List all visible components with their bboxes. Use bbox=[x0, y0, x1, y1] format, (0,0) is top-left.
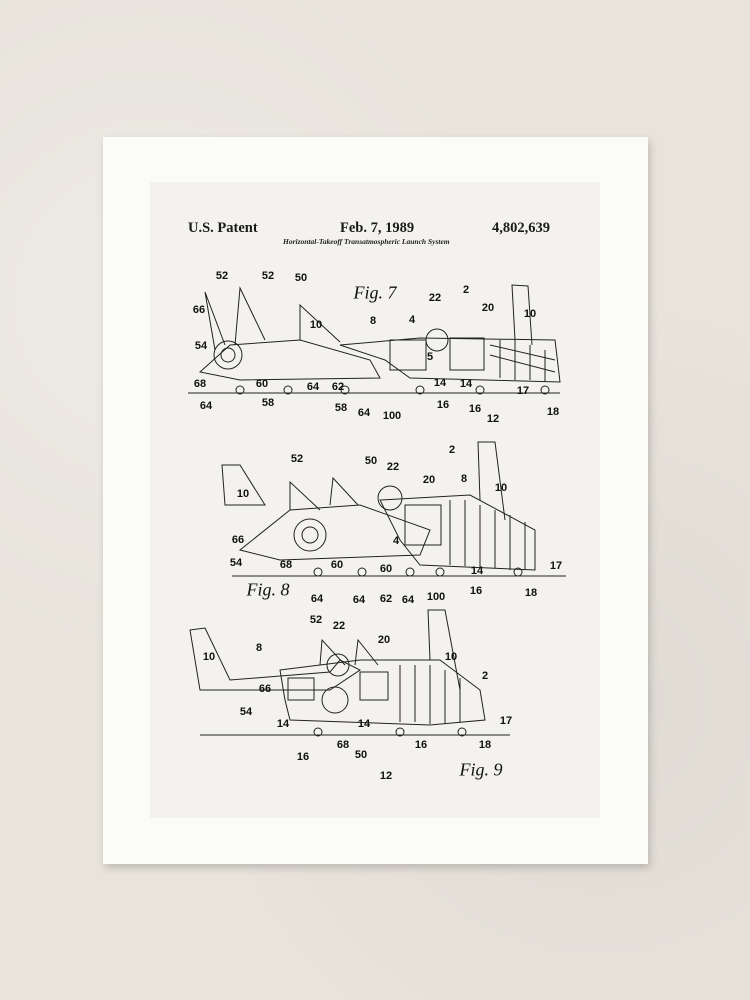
fig9-reference-numeral: 66 bbox=[258, 683, 272, 695]
fig7-reference-numeral: 64 bbox=[306, 381, 320, 393]
fig9-reference-numeral: 16 bbox=[414, 739, 428, 751]
fig7-reference-numeral: 66 bbox=[192, 304, 206, 316]
fig8-reference-numeral: 18 bbox=[524, 587, 538, 599]
fig9-reference-numeral: 17 bbox=[499, 715, 513, 727]
fig7-reference-numeral: 64 bbox=[199, 400, 213, 412]
fig8-reference-numeral: 64 bbox=[401, 594, 415, 606]
fig7-reference-numeral: 60 bbox=[255, 378, 269, 390]
fig8-reference-numeral: 22 bbox=[386, 461, 400, 473]
patent-number: 4,802,639 bbox=[492, 220, 550, 236]
fig9-label: Fig. 9 bbox=[459, 759, 503, 780]
fig7-reference-numeral: 58 bbox=[261, 397, 275, 409]
fig8-reference-numeral: 10 bbox=[494, 482, 508, 494]
fig9-reference-numeral: 10 bbox=[444, 651, 458, 663]
fig8-label: Fig. 8 bbox=[246, 579, 290, 600]
fig8-reference-numeral: 66 bbox=[231, 534, 245, 546]
fig8-reference-numeral: 4 bbox=[392, 535, 400, 547]
fig7-reference-numeral: 52 bbox=[261, 270, 275, 282]
fig8-reference-numeral: 100 bbox=[426, 591, 446, 603]
fig9-drawing bbox=[189, 609, 510, 737]
fig8-drawing bbox=[221, 441, 566, 577]
fig8-reference-numeral: 64 bbox=[310, 593, 324, 605]
fig9-reference-numeral: 22 bbox=[332, 620, 346, 632]
fig9-reference-numeral: 52 bbox=[309, 614, 323, 626]
fig8-reference-numeral: 54 bbox=[229, 557, 243, 569]
fig7-reference-numeral: 10 bbox=[309, 319, 323, 331]
fig8-reference-numeral: 20 bbox=[422, 474, 436, 486]
fig8-reference-numeral: 68 bbox=[279, 559, 293, 571]
fig7-reference-numeral: 4 bbox=[408, 314, 416, 326]
fig9-reference-numeral: 12 bbox=[379, 770, 393, 782]
fig7-drawing bbox=[188, 284, 561, 395]
patent-label: U.S. Patent bbox=[188, 220, 258, 236]
fig8-reference-numeral: 60 bbox=[379, 563, 393, 575]
fig9-reference-numeral: 54 bbox=[239, 706, 253, 718]
fig8-reference-numeral: 10 bbox=[236, 488, 250, 500]
fig9-reference-numeral: 10 bbox=[202, 651, 216, 663]
fig7-reference-numeral: 100 bbox=[382, 410, 402, 422]
fig7-reference-numeral: 14 bbox=[433, 377, 447, 389]
fig7-reference-numeral: 16 bbox=[468, 403, 482, 415]
fig9-reference-numeral: 2 bbox=[481, 670, 489, 682]
fig7-reference-numeral: 8 bbox=[369, 315, 377, 327]
fig7-reference-numeral: 5 bbox=[426, 351, 434, 363]
fig9-reference-numeral: 14 bbox=[357, 718, 371, 730]
fig9-reference-numeral: 18 bbox=[478, 739, 492, 751]
fig8-reference-numeral: 17 bbox=[549, 560, 563, 572]
fig7-reference-numeral: 62 bbox=[331, 381, 345, 393]
fig8-reference-numeral: 14 bbox=[470, 565, 484, 577]
fig7-reference-numeral: 18 bbox=[546, 406, 560, 418]
fig9-reference-numeral: 16 bbox=[296, 751, 310, 763]
fig9-reference-numeral: 14 bbox=[276, 718, 290, 730]
fig7-reference-numeral: 2 bbox=[462, 284, 470, 296]
patent-title: Horizontal-Takeoff Transatmospheric Laun… bbox=[283, 237, 450, 246]
fig8-reference-numeral: 2 bbox=[448, 444, 456, 456]
fig8-reference-numeral: 52 bbox=[290, 453, 304, 465]
fig9-reference-numeral: 68 bbox=[336, 739, 350, 751]
fig8-reference-numeral: 60 bbox=[330, 559, 344, 571]
fig7-reference-numeral: 17 bbox=[516, 385, 530, 397]
fig7-reference-numeral: 52 bbox=[215, 270, 229, 282]
fig7-reference-numeral: 16 bbox=[436, 399, 450, 411]
fig7-reference-numeral: 20 bbox=[481, 302, 495, 314]
patent-date: Feb. 7, 1989 bbox=[340, 220, 415, 236]
fig7-reference-numeral: 54 bbox=[194, 340, 208, 352]
fig7-reference-numeral: 22 bbox=[428, 292, 442, 304]
fig7-reference-numeral: 14 bbox=[459, 378, 473, 390]
fig8-reference-numeral: 64 bbox=[352, 594, 366, 606]
fig9-reference-numeral: 50 bbox=[354, 749, 368, 761]
fig7-reference-numeral: 12 bbox=[486, 413, 500, 425]
fig7-reference-numeral: 68 bbox=[193, 378, 207, 390]
fig7-reference-numeral: 10 bbox=[523, 308, 537, 320]
fig9-reference-numeral: 20 bbox=[377, 634, 391, 646]
fig7-reference-numeral: 64 bbox=[357, 407, 371, 419]
fig8-reference-numeral: 16 bbox=[469, 585, 483, 597]
fig7-reference-numeral: 58 bbox=[334, 402, 348, 414]
fig7-label: Fig. 7 bbox=[353, 282, 397, 303]
fig9-reference-numeral: 8 bbox=[255, 642, 263, 654]
fig7-reference-numeral: 50 bbox=[294, 272, 308, 284]
fig8-reference-numeral: 62 bbox=[379, 593, 393, 605]
fig8-reference-numeral: 8 bbox=[460, 473, 468, 485]
fig8-reference-numeral: 50 bbox=[364, 455, 378, 467]
